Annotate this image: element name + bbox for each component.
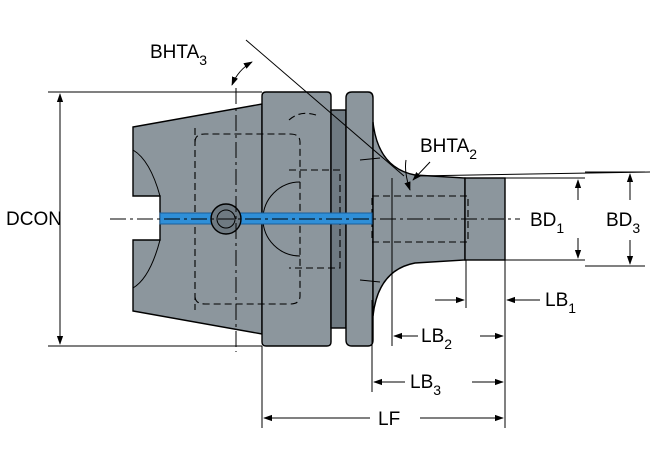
dim-bhta3 bbox=[231, 39, 405, 177]
drive-slot-lower bbox=[132, 239, 161, 289]
label-lf: LF bbox=[378, 409, 400, 430]
drive-slot-upper bbox=[132, 149, 161, 197]
label-bd1: BD1 bbox=[530, 210, 564, 236]
label-lb1: LB1 bbox=[545, 290, 576, 316]
dim-bd3 bbox=[585, 171, 645, 267]
label-bd3: BD3 bbox=[606, 210, 640, 236]
dim-bd1 bbox=[505, 177, 585, 261]
label-lb2: LB2 bbox=[421, 326, 452, 352]
label-lb3: LB3 bbox=[410, 372, 441, 398]
dim-bhta2 bbox=[404, 159, 651, 191]
cross-bore-inner bbox=[216, 209, 236, 229]
label-dcon: DCON bbox=[6, 209, 62, 230]
label-bhta2: BHTA2 bbox=[420, 136, 477, 162]
dim-dcon bbox=[48, 91, 262, 347]
extension-lines bbox=[261, 178, 506, 428]
label-bhta3: BHTA3 bbox=[150, 42, 207, 68]
